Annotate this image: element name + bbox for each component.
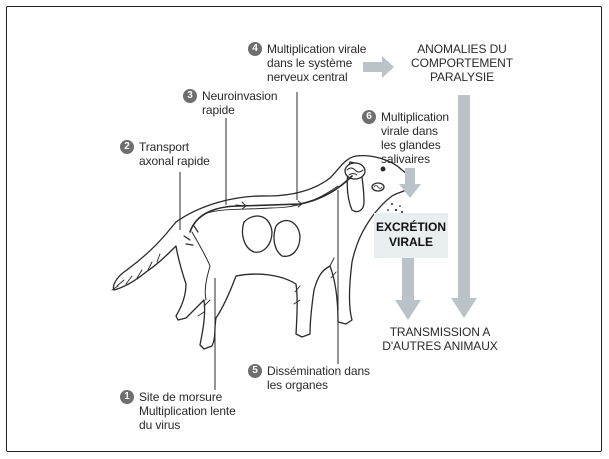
step-3-line-1: Neuroinvasion xyxy=(202,89,277,103)
arrow-down-behaviour-icon xyxy=(451,95,477,318)
dog-salivary-gland xyxy=(372,183,384,191)
step-6-line-4: salivaires xyxy=(381,152,449,166)
step-5-line-1: Dissémination dans xyxy=(267,364,370,378)
step-4-line-3: nerveux central xyxy=(267,70,366,84)
arrow-down-transmission-icon xyxy=(395,258,421,320)
viral-excretion-line-2: VIRALE xyxy=(374,235,448,250)
step-1-label: 1 Site de morsure Multiplication lente d… xyxy=(120,390,236,432)
step-4-badge: 4 xyxy=(248,42,262,56)
step-3-line-2: rapide xyxy=(202,103,277,117)
behaviour-outcome-line-1: ANOMALIES DU xyxy=(398,42,526,56)
dog-eye xyxy=(381,167,385,171)
transmission-outcome-line-1: TRANSMISSION A xyxy=(380,325,500,339)
step-4-label: 4 Multiplication virale dans le système … xyxy=(248,42,366,84)
step-5-line-2: les organes xyxy=(267,378,370,392)
dog-body-outline xyxy=(113,156,414,349)
step-2-label: 2 Transport axonal rapide xyxy=(120,140,210,168)
step-2-line-2: axonal rapide xyxy=(139,154,210,168)
behaviour-outcome-line-3: PARALYSIE xyxy=(398,70,526,84)
dog-illustration xyxy=(112,156,414,349)
step-5-label: 5 Dissémination dans les organes xyxy=(248,364,370,392)
step-4-line-2: dans le système xyxy=(267,56,366,70)
viral-excretion-line-1: EXCRÉTION xyxy=(374,220,448,235)
step-6-label: 6 Multiplication virale dans les glandes… xyxy=(362,110,449,166)
step-6-badge: 6 xyxy=(362,110,376,124)
step-1-line-3: du virus xyxy=(139,418,236,432)
step-1-line-1: Site de morsure xyxy=(139,390,236,404)
step-6-line-1: Multiplication xyxy=(381,110,449,124)
step-3-badge: 3 xyxy=(183,89,197,103)
behaviour-outcome-label: ANOMALIES DU COMPORTEMENT PARALYSIE xyxy=(398,42,526,84)
step-4-line-1: Multiplication virale xyxy=(267,42,366,56)
behaviour-outcome-line-2: COMPORTEMENT xyxy=(398,56,526,70)
arrow-right-icon xyxy=(363,56,394,78)
step-1-line-2: Multiplication lente xyxy=(139,404,236,418)
step-5-badge: 5 xyxy=(248,364,262,378)
step-3-label: 3 Neuroinvasion rapide xyxy=(183,89,277,117)
step-2-line-1: Transport xyxy=(139,140,210,154)
step-1-badge: 1 xyxy=(120,390,134,404)
step-6-line-2: virale dans xyxy=(381,124,449,138)
step-2-badge: 2 xyxy=(120,140,134,154)
transmission-outcome-line-2: D'AUTRES ANIMAUX xyxy=(380,339,500,353)
viral-excretion-box: EXCRÉTION VIRALE xyxy=(374,213,448,258)
step-6-line-3: les glandes xyxy=(381,138,449,152)
transmission-outcome-label: TRANSMISSION A D'AUTRES ANIMAUX xyxy=(380,325,500,353)
